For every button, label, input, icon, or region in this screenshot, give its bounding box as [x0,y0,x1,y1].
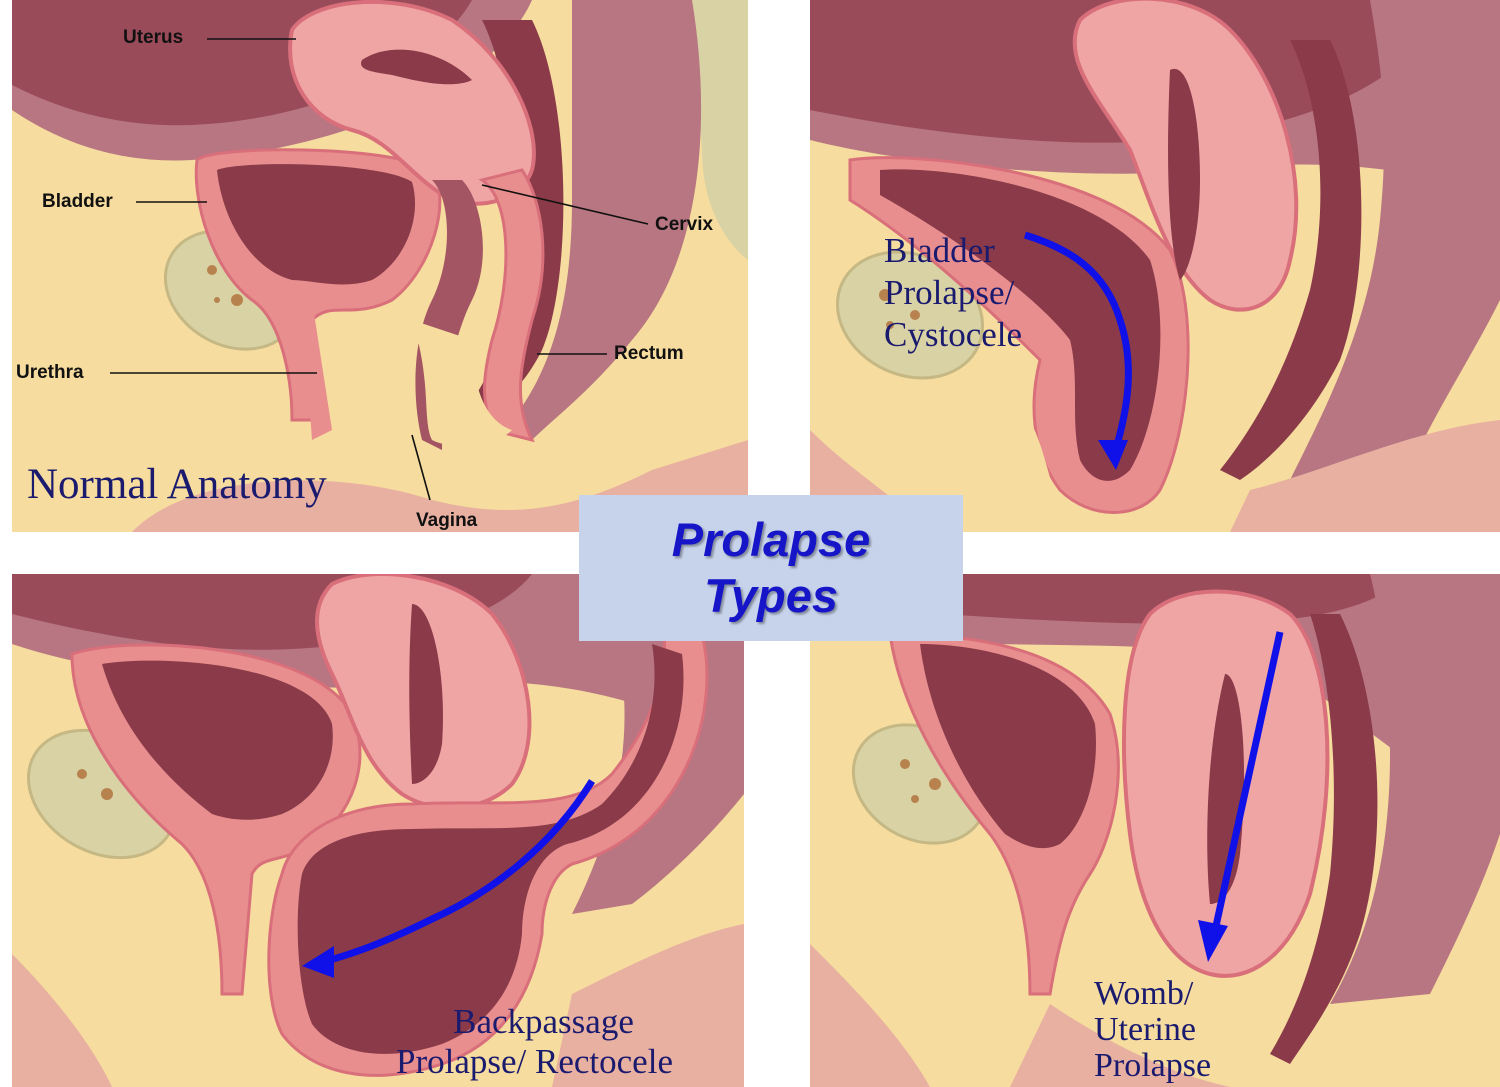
caption-rectocele: Backpassage Prolapse/ Rectocele [396,1002,673,1082]
caption-uterine-prolapse: Womb/ Uterine Prolapse [1094,976,1211,1084]
normal-anatomy-illustration [12,0,748,532]
caption-uterine-line2: Uterine [1094,1011,1196,1048]
title-box: Prolapse Types [579,495,963,641]
label-leader-lines [110,38,649,501]
caption-cystocele-line1: Bladder [884,231,995,270]
caption-cystocele: Bladder Prolapse/ Cystocele [884,230,1022,356]
caption-uterine-line3: Prolapse [1094,1047,1212,1084]
label-uterus: Uterus [123,27,184,48]
label-cervix: Cervix [655,214,714,235]
caption-normal-anatomy: Normal Anatomy [27,461,327,508]
panel-rectocele: Backpassage Prolapse/ Rectocele [12,574,744,1087]
uterine-prolapse-illustration [810,574,1500,1087]
caption-rectocele-line1: Backpassage [453,1002,634,1041]
title-line1: Prolapse [671,513,871,566]
label-bladder: Bladder [42,191,113,212]
rectocele-illustration [12,574,744,1087]
label-vagina: Vagina [416,510,478,531]
label-rectum: Rectum [614,343,684,364]
caption-cystocele-line2: Prolapse/ [884,273,1015,312]
caption-cystocele-line3: Cystocele [884,315,1023,354]
panel-uterine-prolapse: Womb/ Uterine Prolapse [810,574,1500,1087]
caption-uterine-line1: Womb/ [1094,975,1194,1012]
panel-normal-anatomy: Uterus Bladder Cervix Urethra Rectum Vag… [12,0,748,532]
cystocele-illustration [810,0,1500,532]
caption-rectocele-line2: Prolapse/ Rectocele [396,1042,673,1081]
panel-cystocele: Bladder Prolapse/ Cystocele [810,0,1500,532]
title-line2: Types [703,569,839,622]
label-urethra: Urethra [16,362,84,383]
